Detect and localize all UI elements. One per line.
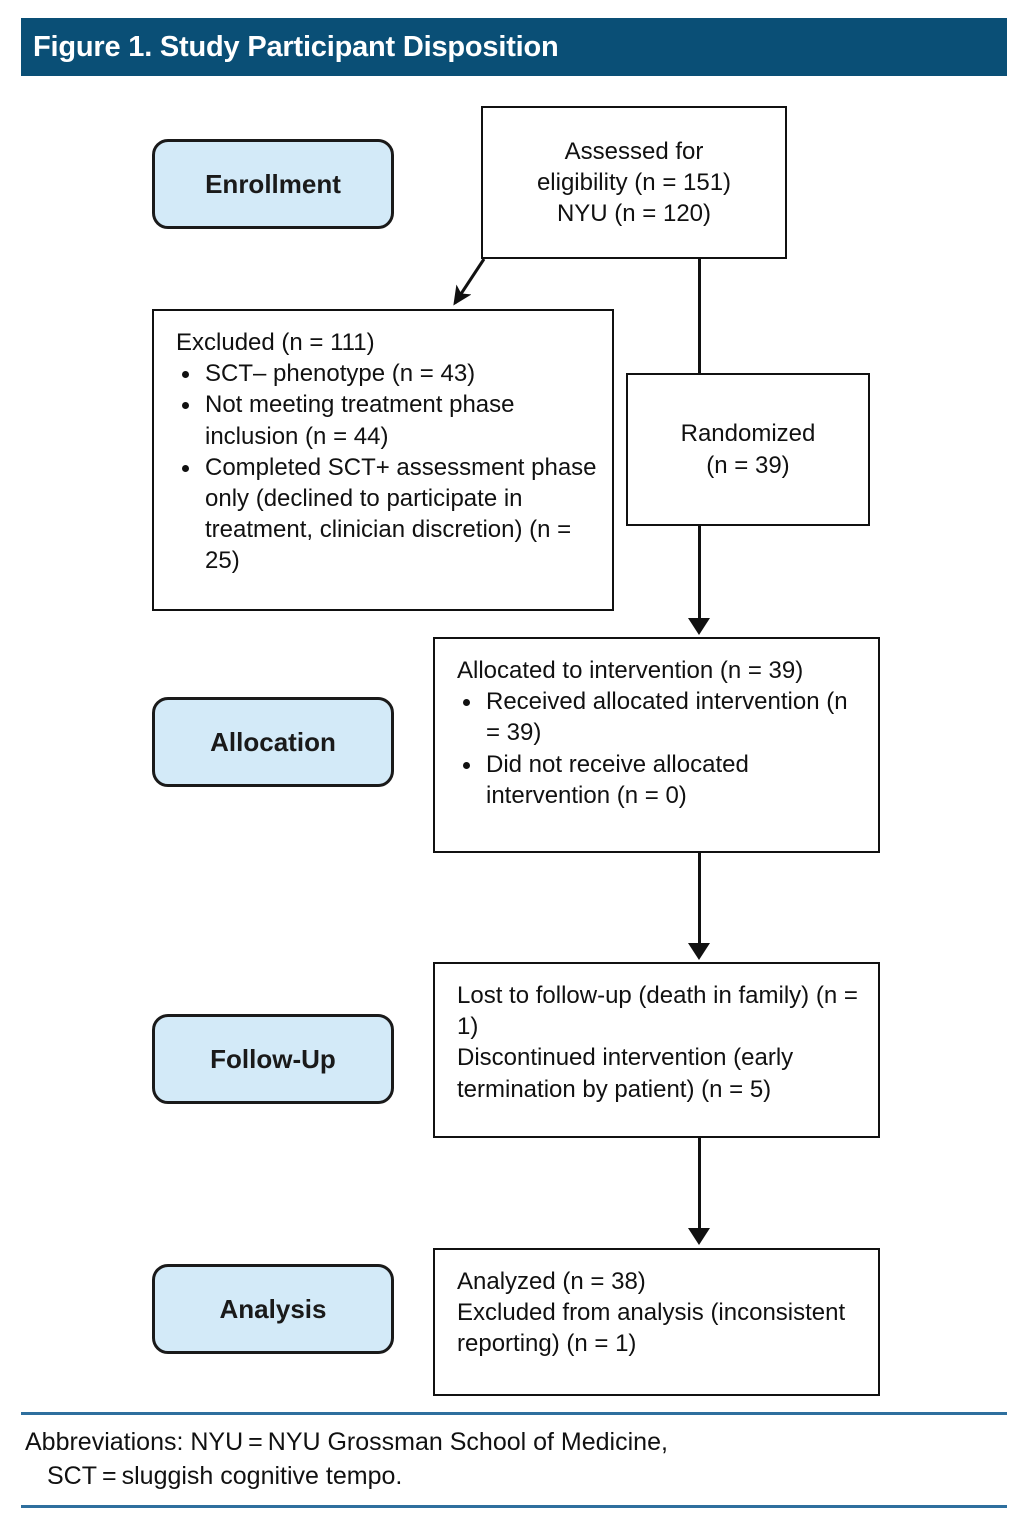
page-title: Figure 1. Study Participant Disposition xyxy=(33,30,559,63)
node-allocated-bullet-2: Did not receive allocated intervention (… xyxy=(457,749,864,811)
connector-allocated-to-followup xyxy=(698,853,701,945)
arrowhead-down-icon-allocated xyxy=(688,943,710,960)
footnote-text: Abbreviations: NYU = NYU Grossman School… xyxy=(21,1415,1007,1505)
node-analysis-line-1: Analyzed (n = 38) xyxy=(457,1268,646,1295)
footnote-line-2: SCT = sluggish cognitive tempo. xyxy=(47,1462,403,1490)
stage-label-analysis-text: Analysis xyxy=(219,1293,327,1324)
footnote-rule-top xyxy=(21,1412,1007,1415)
node-analysis-line-2: Excluded from analysis (inconsistent rep… xyxy=(457,1299,846,1358)
node-assessed-line-2: eligibility (n = 151) xyxy=(536,168,732,196)
node-follow-up-losses: Lost to follow-up (death in family) (n =… xyxy=(433,962,880,1138)
diagonal-arrow-icon xyxy=(453,258,486,306)
stage-label-allocation: Allocation xyxy=(152,697,394,787)
node-assessed-text: Assessed for eligibility (n = 151) NYU (… xyxy=(537,136,731,230)
connector-followup-to-analysis xyxy=(698,1138,701,1230)
figure-title-banner: Figure 1. Study Participant Disposition xyxy=(21,18,1007,76)
node-follow-up-line-2: Discontinued intervention (early termina… xyxy=(457,1044,794,1103)
stage-label-follow-up-text: Follow-Up xyxy=(210,1043,336,1074)
node-allocated-bullet-1: Received allocated intervention (n = 39) xyxy=(457,686,864,748)
node-assessed-line-1: Assessed for xyxy=(564,137,704,165)
node-excluded-bullet-3: Completed SCT+ assessment phase only (de… xyxy=(176,452,598,577)
node-allocated-bullet-list: Received allocated intervention (n = 39)… xyxy=(457,686,864,811)
node-randomized-text: Randomized (n = 39) xyxy=(681,418,816,480)
node-allocated-to-intervention: Allocated to intervention (n = 39) Recei… xyxy=(433,637,880,853)
node-randomized-line-1: Randomized xyxy=(680,420,816,448)
stage-label-enrollment: Enrollment xyxy=(152,139,394,229)
node-allocated-heading: Allocated to intervention (n = 39) xyxy=(457,657,804,684)
stage-label-follow-up: Follow-Up xyxy=(152,1014,394,1104)
node-randomized: Randomized (n = 39) xyxy=(626,373,870,526)
node-analysis-results: Analyzed (n = 38) Excluded from analysis… xyxy=(433,1248,880,1396)
connector-assessed-to-randomized xyxy=(698,259,701,374)
node-excluded-heading: Excluded (n = 111) xyxy=(176,329,375,356)
node-excluded-bullet-list: SCT– phenotype (n = 43) Not meeting trea… xyxy=(176,358,598,576)
stage-label-analysis: Analysis xyxy=(152,1264,394,1354)
node-assessed-line-3: NYU (n = 120) xyxy=(556,200,712,228)
footnote-line-1: Abbreviations: NYU = NYU Grossman School… xyxy=(25,1428,668,1456)
footnote-abbreviations: Abbreviations: NYU = NYU Grossman School… xyxy=(21,1412,1007,1508)
connector-randomized-to-allocated xyxy=(698,526,701,620)
arrowhead-down-icon-randomized xyxy=(688,618,710,635)
node-excluded-bullet-2: Not meeting treatment phase inclusion (n… xyxy=(176,389,598,451)
node-randomized-line-2: (n = 39) xyxy=(706,451,790,479)
node-follow-up-line-1: Lost to follow-up (death in family) (n =… xyxy=(457,982,858,1041)
connector-assessed-to-excluded xyxy=(453,258,486,306)
stage-label-allocation-text: Allocation xyxy=(210,726,336,757)
node-assessed-for-eligibility: Assessed for eligibility (n = 151) NYU (… xyxy=(481,106,787,259)
node-excluded-bullet-1: SCT– phenotype (n = 43) xyxy=(176,358,598,389)
footnote-rule-bottom xyxy=(21,1505,1007,1508)
arrowhead-down-icon-followup xyxy=(688,1228,710,1245)
node-excluded: Excluded (n = 111) SCT– phenotype (n = 4… xyxy=(152,309,614,611)
stage-label-enrollment-text: Enrollment xyxy=(205,168,341,199)
